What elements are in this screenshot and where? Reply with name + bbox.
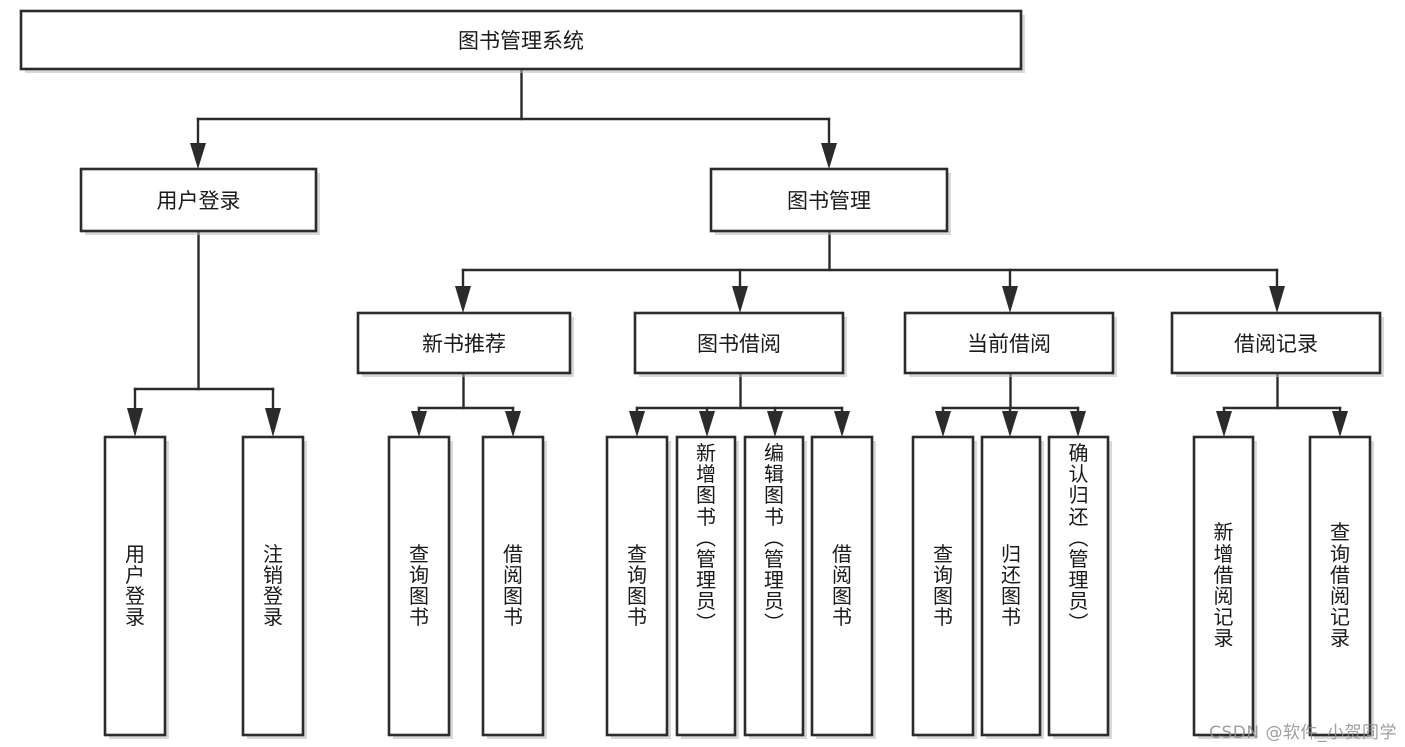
node-layer [19,9,1384,739]
node-box-l3-add-record[interactable] [1192,435,1255,737]
arrow-bookborrow-leaf-2 [699,411,715,437]
arrow-bookmgmt-module-2 [732,286,748,313]
node-box-l3-logout[interactable] [241,435,305,737]
node-box-l3-borrow-book-a[interactable] [481,435,545,737]
arrow-newbook-leaf-1 [411,411,427,437]
arrow-bookborrow-leaf-4 [834,411,850,437]
node-box-l3-edit-book[interactable] [743,435,805,737]
node-box-l3-query-book-c[interactable] [911,435,975,737]
node-box-user-login[interactable] [79,167,318,233]
node-box-l3-confirm-return[interactable] [1047,435,1110,737]
arrow-userlogin-leaf-2 [265,408,281,437]
arrow-newbook-leaf-2 [505,411,521,437]
arrow-bookborrow-leaf-3 [767,411,783,437]
node-box-new-book-rec[interactable] [356,311,572,375]
arrow-bookmgmt-module-1 [455,286,471,313]
node-box-l3-query-book-b[interactable] [605,435,669,737]
arrow-borrowrecord-leaf-2 [1332,411,1348,437]
arrow-root-to-book-mgmt [821,143,837,169]
arrow-currentborrow-leaf-2 [1002,411,1018,437]
arrow-userlogin-leaf-1 [127,408,143,437]
node-box-l3-query-book-a[interactable] [387,435,451,737]
node-box-book-mgmt[interactable] [709,167,949,233]
arrow-currentborrow-leaf-3 [1070,411,1086,437]
node-box-borrow-record[interactable] [1170,311,1382,375]
arrow-bookborrow-leaf-1 [629,411,645,437]
arrow-currentborrow-leaf-1 [935,411,951,437]
node-box-l3-borrow-book-b[interactable] [810,435,874,737]
node-box-l3-query-record[interactable] [1308,435,1372,737]
arrow-borrowrecord-leaf-1 [1216,411,1232,437]
node-box-l3-return-book[interactable] [980,435,1042,737]
arrow-bookmgmt-module-4 [1269,286,1285,313]
node-box-book-borrow[interactable] [633,311,845,375]
node-box-current-borrow[interactable] [903,311,1115,375]
connector-layer [127,67,1348,437]
arrow-root-to-user-login [190,143,206,169]
node-box-l3-add-book[interactable] [675,435,737,737]
arrow-bookmgmt-module-3 [1002,286,1018,313]
node-box-root[interactable] [19,9,1023,71]
node-box-l3-user-login[interactable] [103,435,167,737]
